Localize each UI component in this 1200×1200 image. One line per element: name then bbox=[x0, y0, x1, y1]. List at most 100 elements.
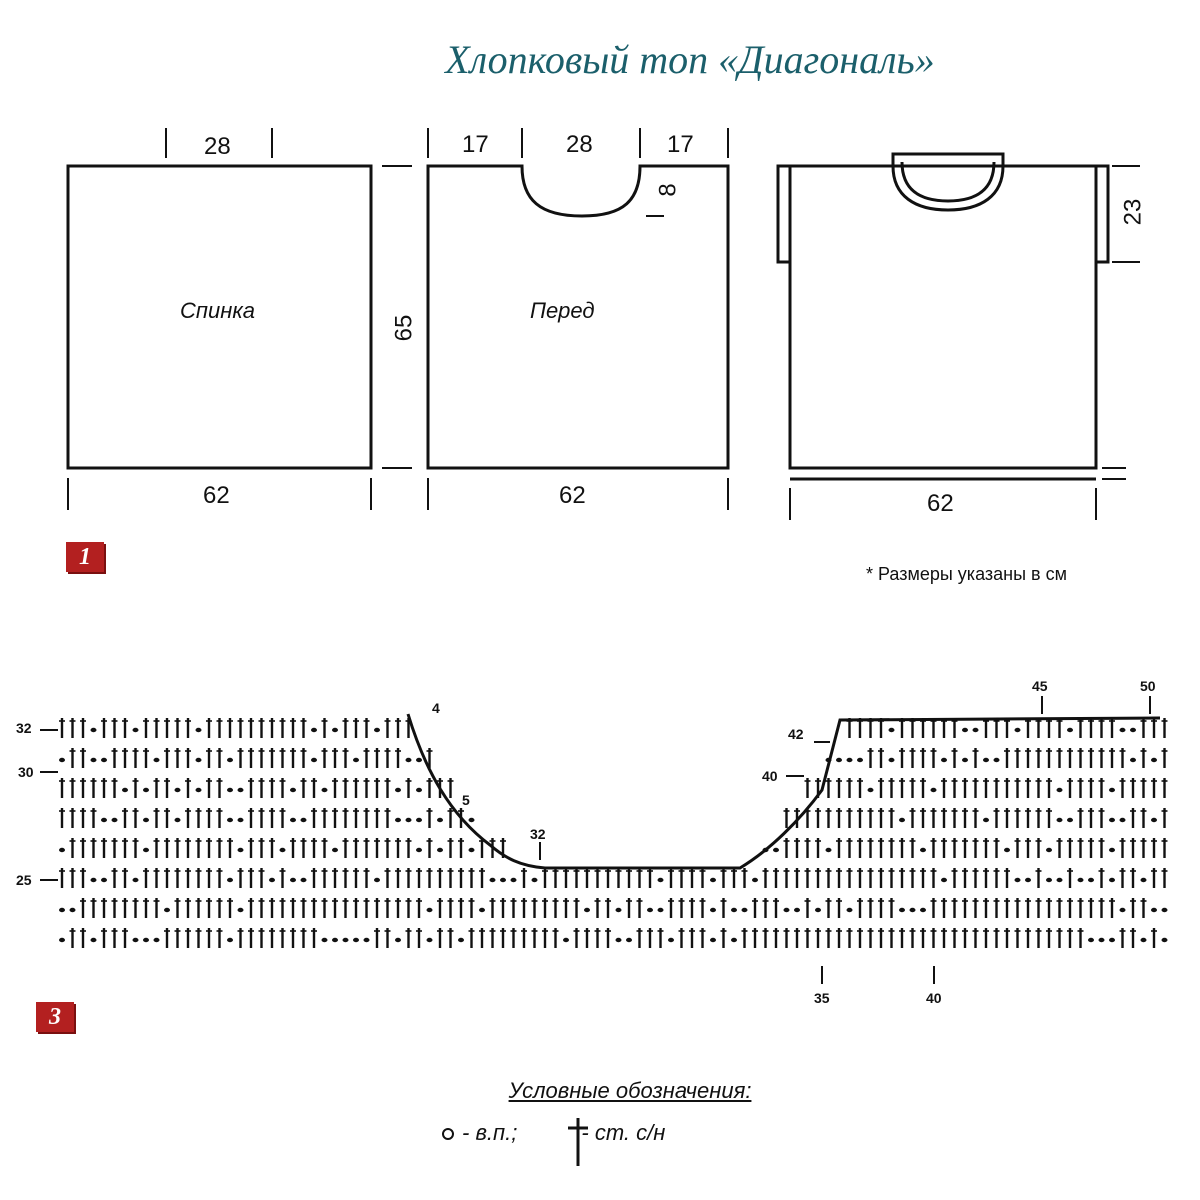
chain-stitch-mark bbox=[237, 847, 244, 853]
chain-stitch-mark bbox=[1109, 787, 1115, 793]
chain-stitch-mark bbox=[584, 907, 590, 913]
chain-stitch-mark bbox=[374, 727, 380, 733]
chain-stitch-mark bbox=[1004, 847, 1010, 853]
chain-stitch-mark bbox=[311, 727, 317, 733]
chain-stitch-mark bbox=[930, 787, 937, 793]
chain-stitch-mark bbox=[1056, 787, 1063, 793]
chain-stitch-mark bbox=[153, 757, 160, 763]
front-piece-outline bbox=[426, 164, 730, 470]
double-crochet-symbol bbox=[568, 1118, 588, 1166]
chain-stitch-mark bbox=[174, 787, 181, 793]
crochet-chart bbox=[40, 696, 1168, 984]
chain-stitch-mark bbox=[1109, 877, 1115, 883]
sleeve-height: 23 bbox=[1119, 198, 1147, 226]
chain-stitch-mark bbox=[227, 757, 233, 763]
chain-stitch-mark bbox=[90, 877, 97, 883]
chain-stitch-mark bbox=[888, 727, 895, 733]
chain-stitch-mark bbox=[69, 907, 76, 913]
figure-3-badge: 3 bbox=[36, 1002, 74, 1032]
chain-stitch-mark bbox=[1077, 877, 1084, 883]
chain-stitch-mark bbox=[1088, 877, 1094, 883]
annotation-42: 42 bbox=[788, 726, 804, 742]
neck-band-outer bbox=[891, 152, 1005, 212]
figure-1-badge: 1 bbox=[66, 542, 104, 572]
chain-stitch-mark bbox=[395, 787, 401, 793]
chain-stitch-mark bbox=[132, 937, 139, 943]
annotation-45: 45 bbox=[1032, 678, 1048, 694]
chain-stitch-mark bbox=[59, 847, 65, 853]
chain-stitch-mark bbox=[920, 907, 926, 913]
annotation-40-left: 40 bbox=[762, 768, 778, 784]
chain-stitch-mark bbox=[489, 877, 496, 883]
chain-stitch-mark bbox=[1119, 727, 1126, 733]
chain-stitch-mark bbox=[395, 817, 401, 823]
front-bottom-width: 62 bbox=[559, 482, 586, 509]
neckline-edge bbox=[406, 713, 1161, 870]
chain-stitch-mark bbox=[342, 937, 349, 943]
chain-stitch-mark bbox=[993, 757, 1000, 763]
front-neck-width: 28 bbox=[566, 131, 593, 158]
annotation-35: 35 bbox=[814, 990, 830, 1006]
chain-stitch-mark bbox=[626, 937, 632, 943]
assembled-bottom-width: 62 bbox=[927, 490, 954, 517]
chain-stitch-mark bbox=[899, 817, 905, 823]
chain-stitch-mark bbox=[857, 757, 863, 763]
units-note: * Размеры указаны в см bbox=[866, 564, 1067, 584]
chain-stitch-mark bbox=[531, 877, 538, 883]
chain-stitch-mark bbox=[825, 847, 832, 853]
chain-stitch-mark bbox=[1109, 817, 1115, 823]
chain-stitch-mark bbox=[1161, 907, 1168, 913]
row-label-25: 25 bbox=[16, 872, 32, 888]
chain-stitch-mark bbox=[1046, 847, 1052, 853]
chain-stitch-mark bbox=[143, 817, 149, 823]
chain-stitch-mark bbox=[101, 757, 107, 763]
left-sleeve-band bbox=[776, 164, 792, 264]
chain-stitch-mark bbox=[300, 817, 307, 823]
chain-stitch-mark bbox=[132, 877, 139, 883]
chain-stitch-mark bbox=[416, 757, 422, 763]
chain-stitch-mark bbox=[615, 937, 622, 943]
chain-stitch-symbol bbox=[442, 1128, 454, 1140]
chain-stitch-mark bbox=[290, 817, 296, 823]
chain-stitch-mark bbox=[1119, 907, 1126, 913]
chain-stitch-mark bbox=[1056, 877, 1063, 883]
chain-stitch-mark bbox=[332, 937, 338, 943]
chain-stitch-mark bbox=[710, 877, 716, 883]
chain-stitch-mark bbox=[1130, 757, 1136, 763]
chain-stitch-mark bbox=[1140, 937, 1147, 943]
chain-stitch-mark bbox=[983, 817, 989, 823]
chain-stitch-mark bbox=[59, 757, 65, 763]
chain-stitch-mark bbox=[353, 937, 359, 943]
annotation-4: 4 bbox=[432, 700, 440, 716]
row-label-30: 30 bbox=[18, 764, 34, 780]
chain-stitch-mark bbox=[731, 937, 737, 943]
chain-stitch-mark bbox=[1046, 877, 1052, 883]
chain-stitch-mark bbox=[290, 787, 296, 793]
legend-row: - в.п.; - ст. с/н bbox=[440, 1120, 665, 1146]
chain-stitch-mark bbox=[615, 907, 622, 913]
chain-stitch-mark bbox=[846, 907, 853, 913]
chain-stitch-mark bbox=[405, 817, 412, 823]
chain-stitch-mark bbox=[815, 907, 821, 913]
chain-stitch-mark bbox=[1119, 817, 1126, 823]
chain-stitch-mark bbox=[426, 907, 433, 913]
chain-stitch-mark bbox=[773, 847, 779, 853]
chain-stitch-mark bbox=[458, 937, 464, 943]
chain-stitch-mark bbox=[563, 937, 569, 943]
chain-stitch-mark bbox=[237, 817, 244, 823]
chain-stitch-mark bbox=[972, 727, 979, 733]
chain-stitch-mark bbox=[143, 847, 149, 853]
legend-chain-text: - в.п.; bbox=[462, 1120, 518, 1145]
front-neck-depth: 8 bbox=[654, 183, 682, 197]
chain-stitch-mark bbox=[941, 757, 947, 763]
chain-stitch-mark bbox=[1067, 727, 1073, 733]
chain-stitch-mark bbox=[164, 907, 170, 913]
chain-stitch-mark bbox=[1088, 937, 1094, 943]
chain-stitch-mark bbox=[90, 757, 97, 763]
chain-stitch-mark bbox=[1130, 727, 1136, 733]
chain-stitch-mark bbox=[1098, 937, 1105, 943]
chain-stitch-mark bbox=[500, 877, 506, 883]
chain-stitch-mark bbox=[300, 877, 307, 883]
chain-stitch-mark bbox=[909, 907, 916, 913]
chain-stitch-mark bbox=[195, 727, 202, 733]
